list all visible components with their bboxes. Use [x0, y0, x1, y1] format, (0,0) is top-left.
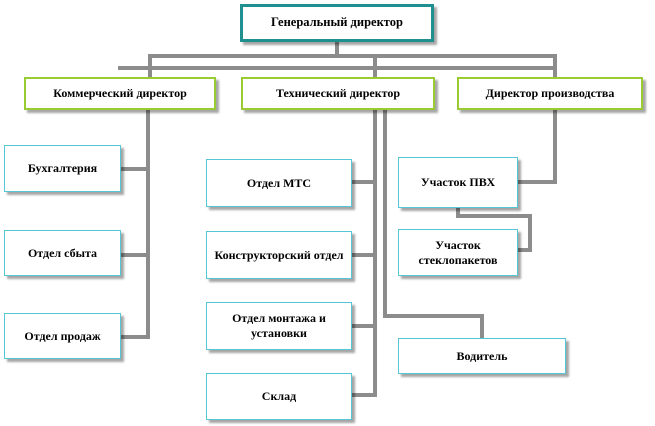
- warehouse-box: Склад: [206, 373, 352, 420]
- glass-units-section-box: Участок стеклопакетов: [398, 229, 518, 276]
- accounting-box: Бухгалтерия: [4, 145, 121, 192]
- design-dept-box: Конструкторский отдел: [206, 231, 352, 279]
- general-director-box: Генеральный директор: [240, 4, 434, 42]
- sales-dept-box: Отдел сбыта: [4, 230, 121, 276]
- technical-director-box: Технический директор: [241, 77, 435, 110]
- installation-dept-box: Отдел монтажа и установки: [206, 302, 352, 350]
- pvc-section-box: Участок ПВХ: [398, 157, 518, 208]
- commercial-director-box: Коммерческий директор: [24, 77, 216, 110]
- trade-dept-box: Отдел продаж: [4, 313, 121, 359]
- production-director-box: Директор производства: [457, 77, 643, 110]
- driver-box: Водитель: [398, 338, 566, 374]
- mts-dept-box: Отдел МТС: [206, 159, 352, 207]
